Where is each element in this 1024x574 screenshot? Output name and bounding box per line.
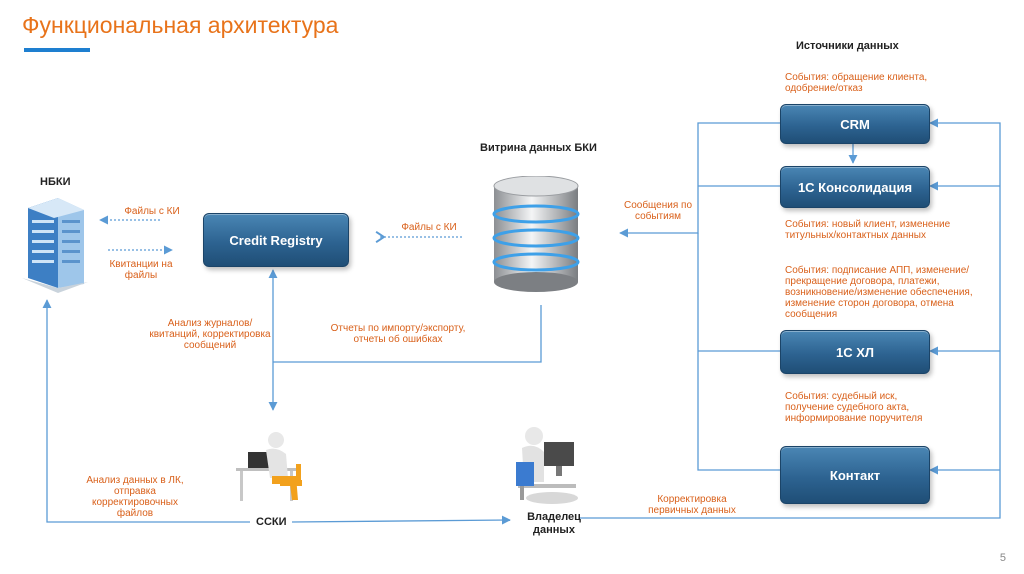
crm-events-label: События: обращение клиента, одобрение/от… bbox=[785, 72, 928, 94]
files-ki-right-label: Файлы с КИ bbox=[401, 222, 457, 233]
page-title: Функциональная архитектура bbox=[22, 12, 339, 38]
page-number: 5 bbox=[999, 552, 1006, 564]
consolidation-events-label: События: новый клиент, изменение титульн… bbox=[785, 219, 951, 241]
hl-label: 1С ХЛ bbox=[835, 344, 875, 360]
line-sources-to-vitrina bbox=[619, 122, 780, 238]
line-kontakt-collector bbox=[697, 233, 780, 471]
owner-label: Владелец данных bbox=[527, 511, 581, 536]
receipts-label: Квитанции на файлы bbox=[109, 259, 173, 281]
files-ki-left-label: Файлы с КИ bbox=[124, 206, 180, 217]
title-underline bbox=[24, 48, 90, 52]
credit-registry-label: Credit Registry bbox=[229, 232, 323, 248]
line-owner-to-sources bbox=[580, 118, 1001, 519]
arrow-sski-owner bbox=[291, 515, 511, 525]
building-icon bbox=[18, 196, 90, 299]
kontakt-events-label: События: судебный иск, получение судебно… bbox=[785, 391, 923, 424]
hl-events-label: События: подписание АПП, изменение/прекр… bbox=[785, 265, 973, 320]
hl-box[interactable]: 1С ХЛ bbox=[780, 330, 930, 374]
kontakt-label: Контакт bbox=[829, 467, 881, 483]
analysis-data-label: Анализ данных в ЛК, отправка корректиров… bbox=[86, 475, 184, 519]
line-sski-to-nbki bbox=[42, 299, 250, 523]
messages-events-label: Сообщения по событиям bbox=[623, 200, 693, 222]
consolidation-label: 1С Консолидация bbox=[797, 179, 913, 195]
kontakt-box[interactable]: Контакт bbox=[780, 446, 930, 504]
vitrina-label: Витрина данных БКИ bbox=[480, 142, 597, 154]
credit-registry-box[interactable]: Credit Registry bbox=[203, 213, 349, 267]
person-computer-icon bbox=[512, 422, 582, 513]
reports-label: Отчеты по импорту/экспорту, отчеты об ош… bbox=[330, 323, 466, 345]
sources-title: Источники данных bbox=[796, 40, 899, 52]
line-reports bbox=[273, 305, 542, 363]
person-desk-icon bbox=[232, 428, 314, 513]
crm-box[interactable]: CRM bbox=[780, 104, 930, 144]
nbki-label: НБКИ bbox=[40, 176, 71, 188]
consolidation-box[interactable]: 1С Консолидация bbox=[780, 166, 930, 208]
correction-label: Корректировка первичных данных bbox=[648, 494, 736, 516]
sski-label: ССКИ bbox=[256, 516, 287, 528]
crm-label: CRM bbox=[840, 116, 870, 132]
database-icon bbox=[488, 175, 584, 301]
analysis-journals-label: Анализ журналов/квитанций, корректировка… bbox=[149, 318, 271, 351]
